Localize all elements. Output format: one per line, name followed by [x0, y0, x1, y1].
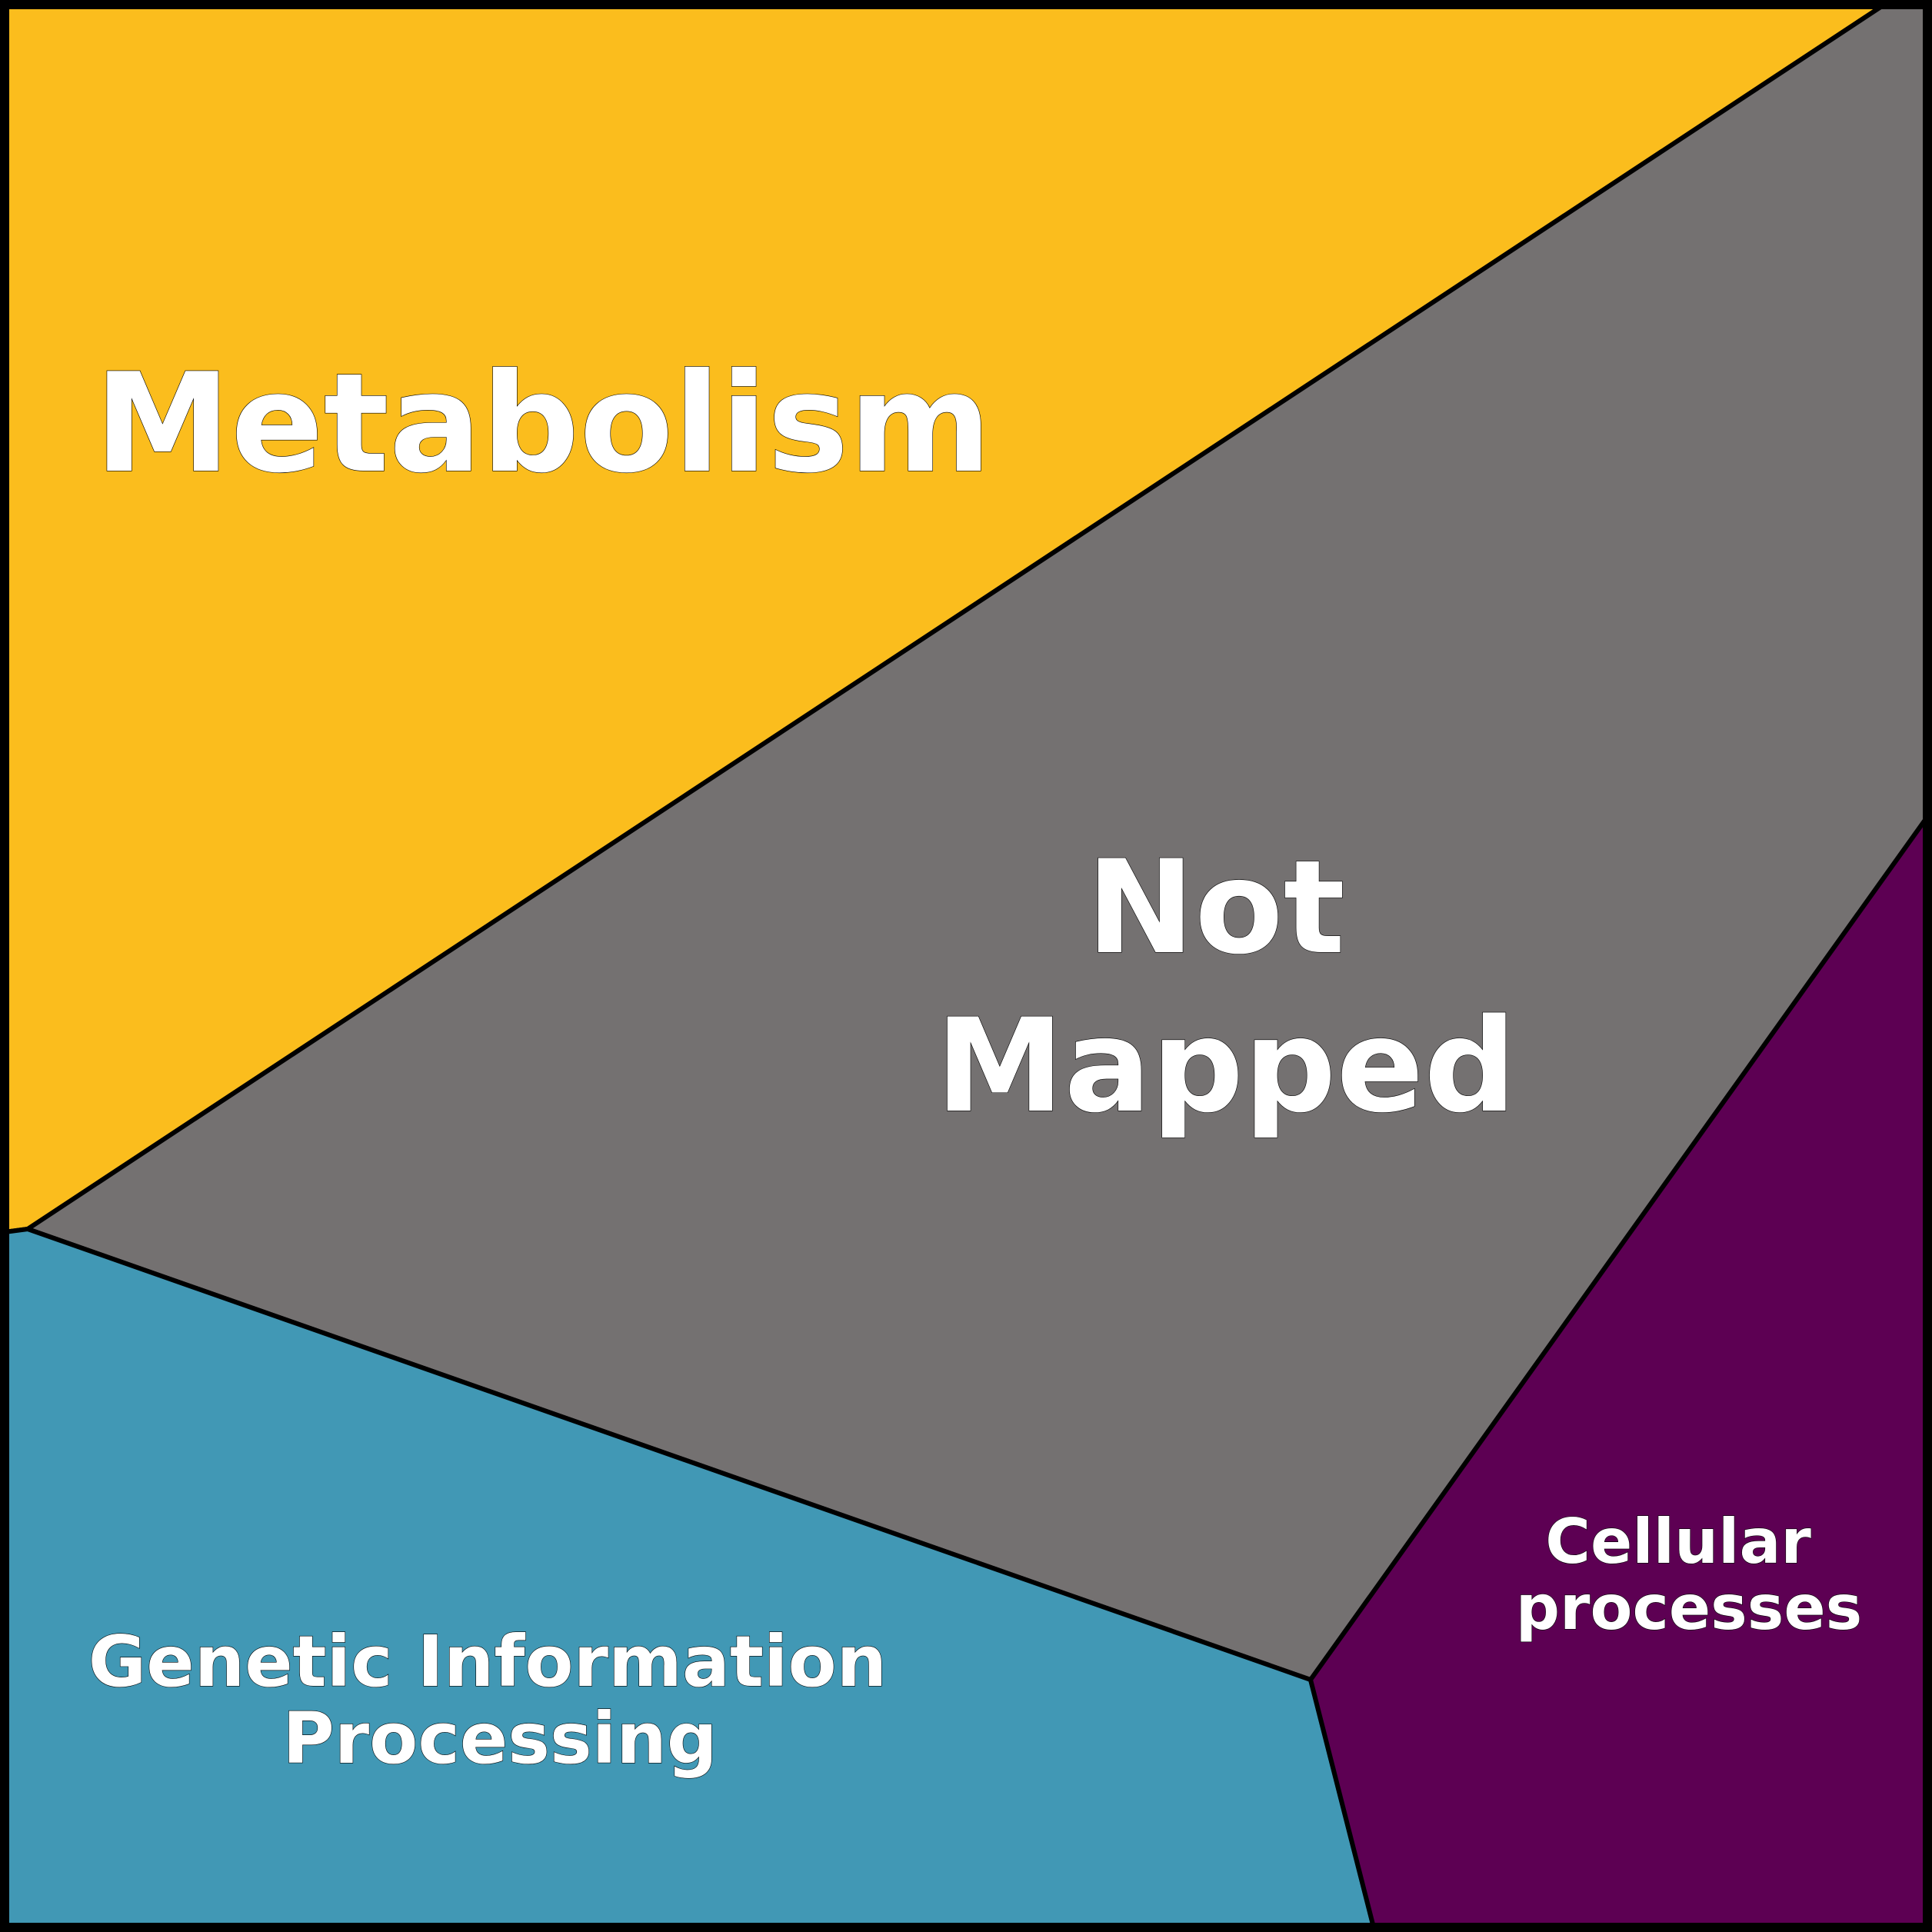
label-metabolism-line-1: Metabolism — [95, 344, 991, 503]
label-cellular-line-1: Cellular — [1545, 1506, 1811, 1577]
label-genetic-line-2: Processing — [282, 1697, 717, 1780]
label-not-mapped: Not Mapped — [935, 832, 1516, 1141]
label-not-mapped-line-2: Mapped — [935, 991, 1516, 1141]
label-cellular-processes: Cellular processes — [1516, 1506, 1862, 1644]
label-metabolism: Metabolism — [95, 344, 991, 503]
label-not-mapped-line-1: Not — [1087, 832, 1345, 983]
label-genetic-line-1: Genetic Information — [88, 1621, 887, 1703]
label-cellular-line-2: processes — [1516, 1572, 1862, 1644]
label-genetic-information-processing: Genetic Information Processing — [88, 1621, 911, 1780]
